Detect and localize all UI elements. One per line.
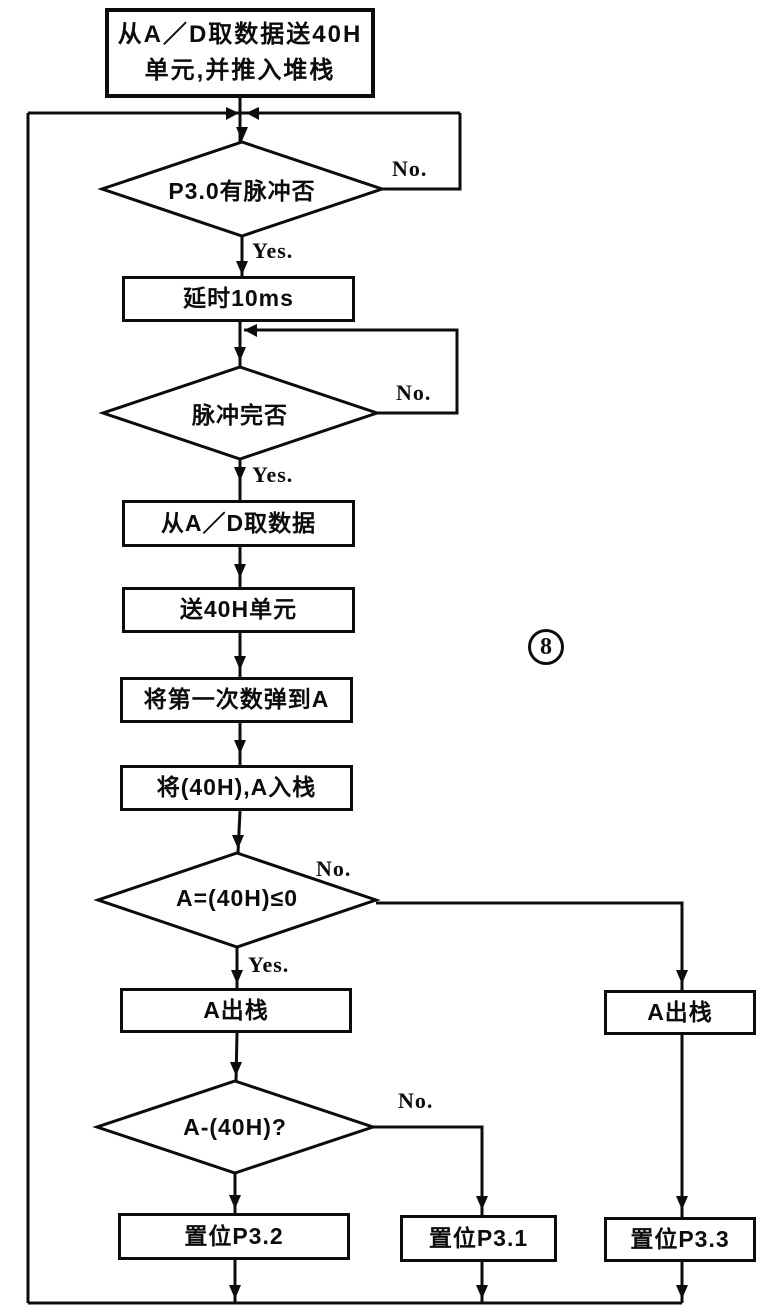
arrowhead xyxy=(232,835,244,849)
decision-a-le-0: A=(40H)≤0 xyxy=(176,884,298,911)
arrowhead xyxy=(236,127,248,141)
arrowhead xyxy=(676,1285,688,1299)
process-pop-a-left: A出栈 xyxy=(120,988,352,1033)
d1-yes-label: Yes. xyxy=(252,238,294,263)
arrowhead xyxy=(234,564,246,578)
process-read-ad: 从A／D取数据 xyxy=(122,500,355,547)
d3-no-label: No. xyxy=(316,856,352,881)
arrowhead xyxy=(229,1285,241,1299)
arrowhead xyxy=(229,1195,241,1209)
process-set-p32: 置位P3.2 xyxy=(118,1213,350,1260)
diamond-p30-pulse-outline xyxy=(97,140,387,238)
arrowhead xyxy=(231,970,243,984)
process-pop-a-right: A出栈 xyxy=(604,990,756,1035)
start-line2: 单元,并推入堆栈 xyxy=(144,57,336,84)
process-pop-first-to-a: 将第一次数弹到A xyxy=(120,677,353,723)
connector-d4-no xyxy=(373,1125,484,1215)
diamond-pulse-done-outline xyxy=(98,365,382,461)
arrowhead xyxy=(476,1196,488,1210)
connector-d1-no-loop xyxy=(382,113,462,191)
process-push-40h-a: 将(40H),A入栈 xyxy=(120,765,353,811)
arrowhead xyxy=(226,107,239,120)
arrowhead xyxy=(476,1285,488,1299)
arrowhead xyxy=(676,970,688,984)
process-start-box: 从A／D取数据送40H 单元,并推入堆栈 xyxy=(105,8,375,98)
decision-a-minus-40h: A-(40H)? xyxy=(183,1113,287,1140)
arrowhead xyxy=(230,1062,242,1076)
connector-d3-no xyxy=(376,901,684,990)
d3-yes-label: Yes. xyxy=(248,952,290,977)
d4-no-label: No. xyxy=(398,1088,434,1113)
figure-number-badge: 8 xyxy=(528,629,564,665)
arrowhead xyxy=(234,467,246,481)
decision-pulse-done: 脉冲完否 xyxy=(192,402,288,428)
arrowhead xyxy=(676,1196,688,1210)
d2-no-label: No. xyxy=(396,380,432,405)
diamond-a-le-0-outline xyxy=(93,851,381,949)
process-delay-10ms: 延时10ms xyxy=(122,276,355,322)
arrowhead xyxy=(234,347,246,361)
d2-yes-label: Yes. xyxy=(252,462,294,487)
decision-p30-pulse: P3.0有脉冲否 xyxy=(168,178,316,204)
d1-no-label: No. xyxy=(392,156,428,181)
connector-d2-no-loop xyxy=(244,328,459,415)
arrowhead xyxy=(234,656,246,670)
arrowhead xyxy=(246,107,259,120)
start-line1: 从A／D取数据送40H xyxy=(117,21,363,48)
arrowhead xyxy=(234,740,246,754)
arrowhead xyxy=(236,261,248,275)
process-set-p31: 置位P3.1 xyxy=(400,1215,557,1262)
arrowhead xyxy=(244,324,257,337)
process-store-40h: 送40H单元 xyxy=(122,587,355,633)
diamond-a-minus-40h-outline xyxy=(92,1079,378,1175)
process-set-p33: 置位P3.3 xyxy=(604,1217,756,1262)
